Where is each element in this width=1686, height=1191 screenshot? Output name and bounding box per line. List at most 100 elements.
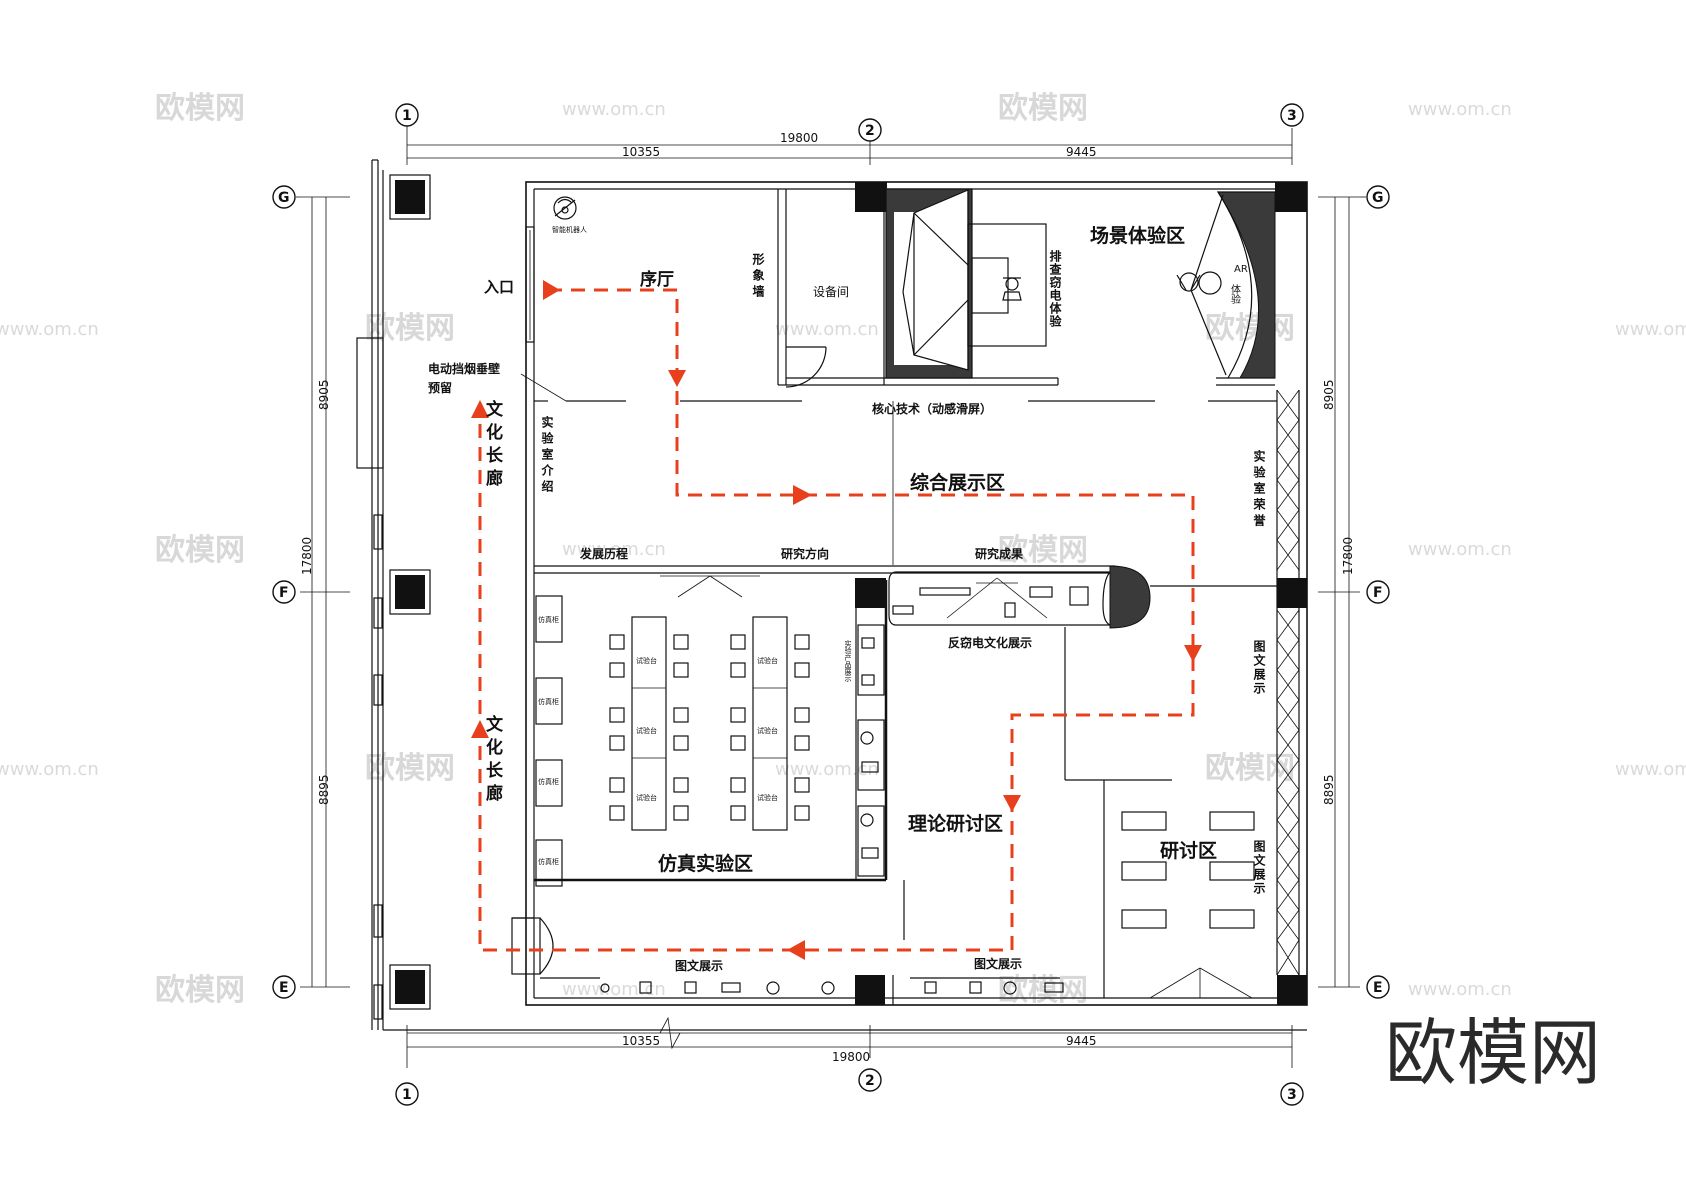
arrow-down-icon [1003, 795, 1021, 812]
display-band [534, 565, 1277, 629]
axis-bubbles: 1 2 3 1 2 3 G F E G F E [272, 103, 1390, 1106]
seminar-zone-label: 研讨区 [1160, 840, 1217, 862]
graphic-display-bottom-1-label: 图文展示 [675, 958, 723, 973]
person-icon [1176, 272, 1201, 292]
equipment-room-label: 设备间 [813, 285, 849, 299]
watermark-url: www.om.cn [562, 539, 666, 560]
dim-right-lower: 8895 [1322, 774, 1336, 805]
visitor-route [471, 280, 1202, 960]
dim-bottom-left: 10355 [622, 1034, 660, 1048]
axis-row-e-right: E [1373, 980, 1383, 996]
lab-honor-label: 实验室荣誉 [1252, 449, 1266, 530]
image-wall-label: 形象墙 [751, 253, 765, 301]
watermark-url: www.om.cn [562, 99, 666, 120]
arrow-down-icon [668, 370, 686, 387]
axis-col-3-bottom: 3 [1287, 1087, 1297, 1103]
simulation-lab: 仿真柜 仿真柜 仿真柜 仿真柜 试验台 试验台 试验台 试验台 试验台 试 [534, 578, 888, 887]
achievement-label: 研究成果 [975, 546, 1023, 561]
structural-columns [389, 174, 1307, 1010]
sim-cabinet-label: 仿真柜 [538, 697, 559, 706]
dim-left-total: 17800 [300, 537, 314, 575]
anti-culture-label: 反窃电文化展示 [948, 635, 1032, 650]
axis-col-2-bottom: 2 [865, 1073, 875, 1089]
arrow-right-icon [543, 280, 560, 300]
core-tech-label: 核心技术（动感滑屏） [872, 401, 992, 416]
watermark-url: www.om.cn [1408, 539, 1512, 560]
smoke-barrier-sub-label: 预留 [428, 380, 452, 395]
exhibit-zone-label: 综合展示区 [910, 471, 1005, 494]
ar-label-text: 体验 [1229, 284, 1241, 305]
graphic-display-bottom-2-label: 图文展示 [974, 956, 1022, 971]
robot-icon [553, 196, 577, 220]
direction-label: 研究方向 [781, 546, 829, 561]
lobby-label: 序厅 [640, 269, 674, 290]
seminar-area [892, 627, 1255, 1005]
history-label: 发展历程 [579, 546, 628, 561]
test-bench-label: 试验台 [636, 726, 657, 735]
watermark-text: 欧模网 [365, 751, 455, 786]
brand-watermark: 欧模网 [1385, 1011, 1601, 1095]
bottom-corridor [511, 917, 1064, 995]
watermark-url: www.om.cn [1408, 99, 1512, 120]
smoke-barrier-label: 电动挡烟垂壁 [428, 361, 500, 376]
test-bench-label: 试验台 [757, 726, 778, 735]
watermark-text: 欧模网 [998, 973, 1088, 1008]
axis-row-e-left: E [279, 980, 289, 996]
right-truss-wall [1276, 389, 1300, 976]
watermark-url: www.om.cn [1615, 759, 1686, 780]
watermark-text: 欧模网 [155, 533, 245, 568]
dim-top-total: 19800 [780, 131, 818, 145]
watermark-text: 欧模网 [998, 91, 1088, 126]
test-bench-label: 试验台 [757, 656, 778, 665]
graphic-display-right-2-label: 图文展示 [1252, 840, 1266, 896]
dim-left-upper: 8905 [317, 379, 331, 410]
arrow-up-icon [471, 400, 489, 418]
arrow-right-icon [793, 485, 812, 505]
axis-row-g-right: G [1372, 190, 1384, 206]
test-bench-label: 试验台 [636, 656, 657, 665]
arrow-down-icon [1184, 645, 1202, 662]
entrance-label: 入口 [484, 278, 514, 296]
axis-col-1-top: 1 [402, 108, 412, 124]
top-rooms: 智能机器人 排查窃电体验 [520, 188, 1277, 565]
watermark-text: 欧模网 [155, 973, 245, 1008]
sim-lab-zone-label: 仿真实验区 [658, 852, 753, 875]
axis-row-f-left: F [279, 585, 289, 601]
seminar-tables [1121, 811, 1255, 929]
anti-theft-label: 排查窃电体验 [1048, 249, 1062, 328]
culture-corridor-top-label: 文化长廊 [482, 399, 503, 492]
watermark-text: 欧模网 [155, 91, 245, 126]
watermark-url: www.om.cn [0, 319, 99, 340]
watermark-url: www.om.cn [1408, 979, 1512, 1000]
watermark-text: 欧模网 [998, 533, 1088, 568]
watermark-url: www.om.cn [1615, 319, 1686, 340]
test-bench-group-left: 试验台 试验台 试验台 [609, 616, 689, 831]
test-bench-group-right: 试验台 试验台 试验台 [730, 616, 810, 831]
watermark-url: www.om.cn [0, 759, 99, 780]
axis-col-3-top: 3 [1287, 108, 1297, 124]
axis-col-1-bottom: 1 [402, 1087, 412, 1103]
sim-cabinet-label: 仿真柜 [538, 777, 559, 786]
dim-bottom-right: 9445 [1066, 1034, 1097, 1048]
equipment-display-label: 实验产品展示 [844, 639, 852, 682]
zone-labels: 入口 序厅 形象墙 设备间 场景体验区 电动挡烟垂壁 预留 核心技术（动感滑屏）… [428, 224, 1266, 973]
axis-row-g-left: G [278, 190, 290, 206]
dimension-lines: 19800 10355 9445 10355 9445 19800 17800 … [300, 128, 1360, 1068]
sim-cabinet-label: 仿真柜 [538, 615, 559, 624]
product-display: 实验产品展示 [844, 624, 885, 877]
watermark-text: 欧模网 [1205, 751, 1295, 786]
graphic-display-right-1-label: 图文展示 [1252, 640, 1266, 696]
watermark-url: www.om.cn [775, 759, 879, 780]
arrow-up-icon [471, 720, 489, 738]
dim-top-right: 9445 [1066, 145, 1097, 159]
watermarks: 欧模网 www.om.cn 欧模网 www.om.cn www.om.cn 欧模… [0, 91, 1686, 1008]
axis-row-f-right: F [1373, 585, 1383, 601]
test-bench-label: 试验台 [636, 793, 657, 802]
dim-left-lower: 8895 [317, 774, 331, 805]
theory-zone-label: 理论研讨区 [908, 812, 1003, 835]
arrow-left-icon [787, 940, 805, 960]
sim-cabinet-label: 仿真柜 [538, 857, 559, 866]
robot-label: 智能机器人 [552, 225, 587, 234]
scene-zone-label: 场景体验区 [1090, 224, 1185, 247]
